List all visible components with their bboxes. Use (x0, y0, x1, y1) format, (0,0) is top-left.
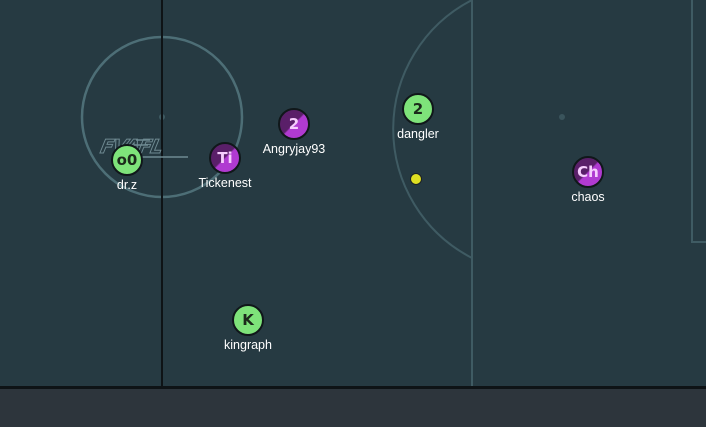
puck-icon (410, 173, 422, 185)
player-name: dr.z (116, 178, 138, 192)
zone-faceoff-dot (559, 114, 565, 120)
player-avatar: Ti (209, 142, 241, 174)
hud-strip (0, 389, 706, 427)
player-angryjay93[interactable]: 2 Angryjay93 (244, 108, 344, 156)
player-name: dangler (397, 127, 439, 141)
player-avatar: 2 (402, 93, 434, 125)
player-avatar: o0 (111, 144, 143, 176)
player-name: Tickenest (198, 176, 252, 190)
rink-boards-bottom (0, 386, 706, 389)
player-dr-z[interactable]: o0 dr.z (77, 144, 177, 192)
player-avatar: Ch (572, 156, 604, 188)
hockey-rink: FVAFL o0 dr.z Ti Tickenest 2 Angryjay93 … (77, 0, 706, 386)
player-name: chaos (571, 190, 605, 204)
player-kingraph[interactable]: K kingraph (198, 304, 298, 352)
goal-line-marking (691, 0, 706, 243)
player-dangler[interactable]: 2 dangler (368, 93, 468, 141)
player-name: Angryjay93 (262, 142, 326, 156)
player-chaos[interactable]: Ch chaos (538, 156, 638, 204)
player-avatar: 2 (278, 108, 310, 140)
player-name: kingraph (224, 338, 272, 352)
player-avatar: K (232, 304, 264, 336)
player-tickenest[interactable]: Ti Tickenest (175, 142, 275, 190)
zone-faceoff-arc (392, 0, 473, 259)
